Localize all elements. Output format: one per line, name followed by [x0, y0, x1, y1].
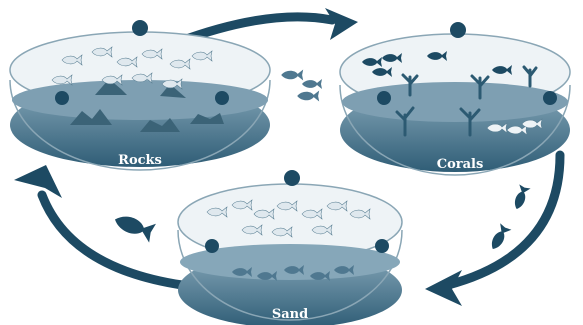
- bowl-corals: Corals: [340, 22, 570, 175]
- bowl-sand: Sand: [178, 170, 402, 325]
- bowl-rocks: Rocks: [10, 20, 270, 170]
- swimming-fish-icon: [281, 70, 322, 102]
- arrow-sand-to-rocks: [14, 165, 182, 285]
- bowl-label-corals: Corals: [437, 157, 484, 172]
- bowl-label-rocks: Rocks: [118, 153, 162, 168]
- swimming-fish-icon: [112, 210, 156, 242]
- arrow-corals-to-sand: [425, 155, 560, 306]
- bowl-label-sand: Sand: [272, 307, 308, 322]
